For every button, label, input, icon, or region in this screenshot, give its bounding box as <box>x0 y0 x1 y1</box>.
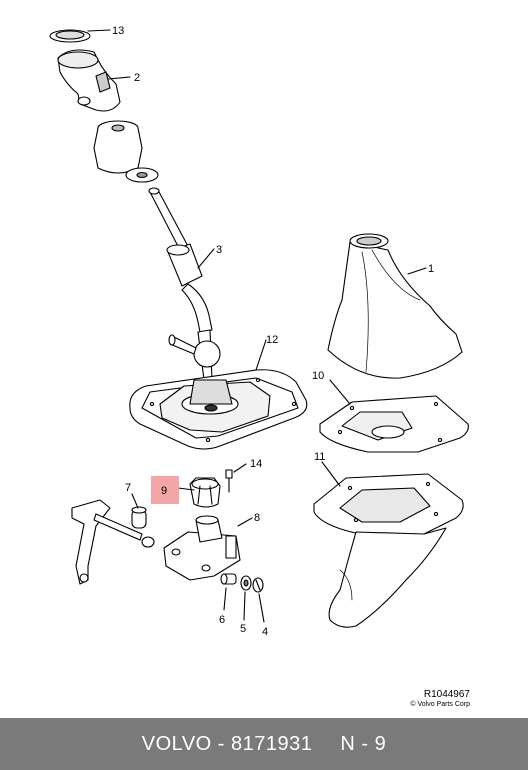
copyright-notice: © Volvo Parts Corp <box>410 701 470 708</box>
part-7-sleeve <box>131 506 147 529</box>
callout-3: 3 <box>216 244 222 256</box>
reference-number: R1044967 <box>423 689 470 700</box>
part-9-bushing <box>189 477 221 508</box>
part-6-pin <box>220 573 237 585</box>
part-8-selector-housing <box>163 515 241 581</box>
part-12-base-plate <box>129 369 308 450</box>
part-linkage-arm <box>71 499 155 585</box>
part-13-cap <box>49 29 91 43</box>
footer-part-number: VOLVO - 8171931 <box>141 732 313 755</box>
callout-7: 7 <box>125 482 131 494</box>
footer-bar: VOLVO - 8171931 N - 9 <box>0 718 528 770</box>
part-boot-upper <box>93 120 143 174</box>
callout-11: 11 <box>314 451 325 463</box>
callout-8: 8 <box>254 512 260 524</box>
callout-5: 5 <box>240 623 246 635</box>
part-10-gasket <box>319 395 469 453</box>
callout-14: 14 <box>250 458 262 470</box>
callout-12: 12 <box>266 334 278 346</box>
callout-10: 10 <box>312 370 324 382</box>
part-3-gear-lever <box>148 187 221 381</box>
callout-1: 1 <box>428 263 434 275</box>
callout-13: 13 <box>112 25 124 37</box>
part-14-bolt <box>225 469 233 493</box>
part-2-gear-knob <box>57 49 121 112</box>
callout-4: 4 <box>262 626 268 638</box>
part-1-gear-boot <box>327 233 463 379</box>
part-11-housing <box>313 473 464 628</box>
exploded-parts-diagram: 13 2 3 1 12 10 11 14 9 7 8 6 5 4 <box>49 25 469 638</box>
callout-9: 9 <box>161 485 167 497</box>
callout-2: 2 <box>134 72 140 84</box>
footer-position: N - 9 <box>340 732 387 755</box>
callout-6: 6 <box>219 614 225 626</box>
highlight-box <box>151 476 179 504</box>
